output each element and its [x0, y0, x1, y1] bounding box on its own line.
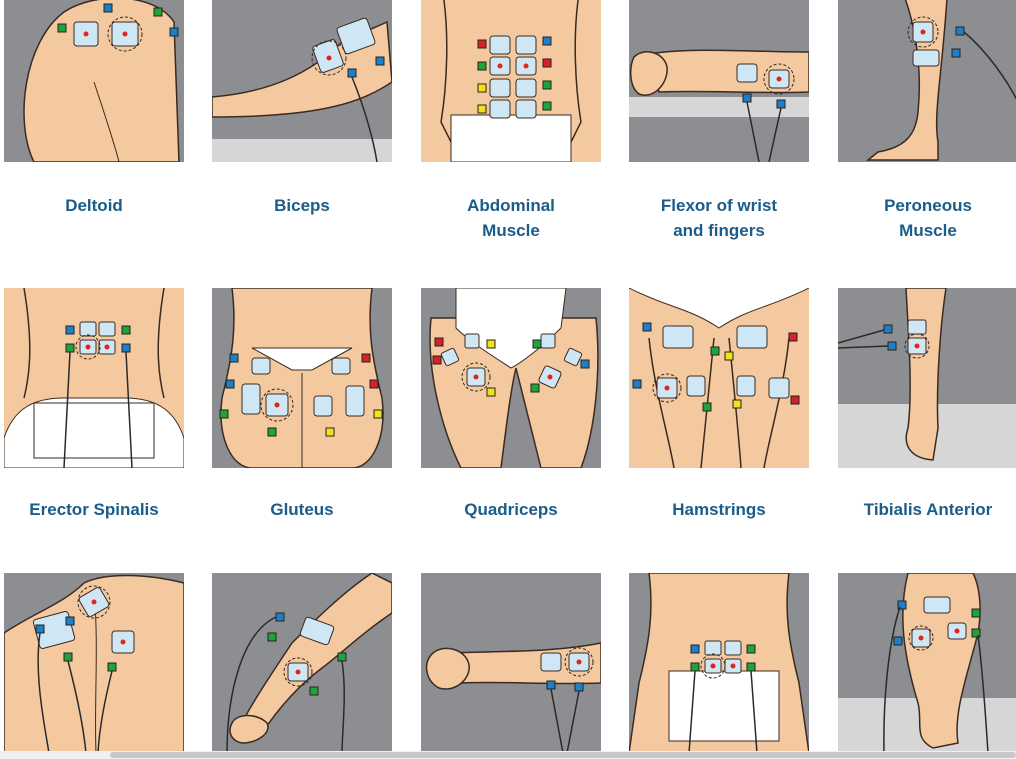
biceps-illustration: [212, 0, 392, 162]
horizontal-scrollbar[interactable]: [0, 751, 1016, 759]
abdominal-muscle-illustration: [421, 0, 601, 162]
tibialis-anterior-illustration: [838, 288, 1016, 468]
erector-spinalis-illustration: [4, 288, 184, 468]
horizontal-scrollbar-thumb[interactable]: [110, 752, 1016, 758]
deltoid-illustration: [4, 0, 184, 162]
calf-illustration: [838, 573, 1016, 753]
wrist-extensor-illustration: [421, 573, 601, 753]
triceps-illustration: [212, 573, 392, 753]
tile-label-biceps: Biceps: [274, 196, 330, 215]
trapezius-illustration: [4, 573, 184, 753]
tile-label-tibialis-anterior: Tibialis Anterior: [863, 500, 993, 519]
hamstrings-illustration: [629, 288, 809, 468]
lumbar-illustration: [629, 573, 809, 753]
tile-label-quadriceps: Quadriceps: [464, 500, 558, 519]
tile-label-hamstrings: Hamstrings: [672, 500, 766, 519]
flexor-of-wrist-illustration: [629, 0, 809, 162]
tile-label-erector-spinalis: Erector Spinalis: [29, 500, 159, 519]
tile-label-gluteus: Gluteus: [270, 500, 334, 519]
quadriceps-illustration: [421, 288, 601, 468]
tile-label-deltoid: Deltoid: [65, 196, 123, 215]
gluteus-illustration: [212, 288, 392, 468]
peroneous-muscle-illustration: [838, 0, 1016, 162]
